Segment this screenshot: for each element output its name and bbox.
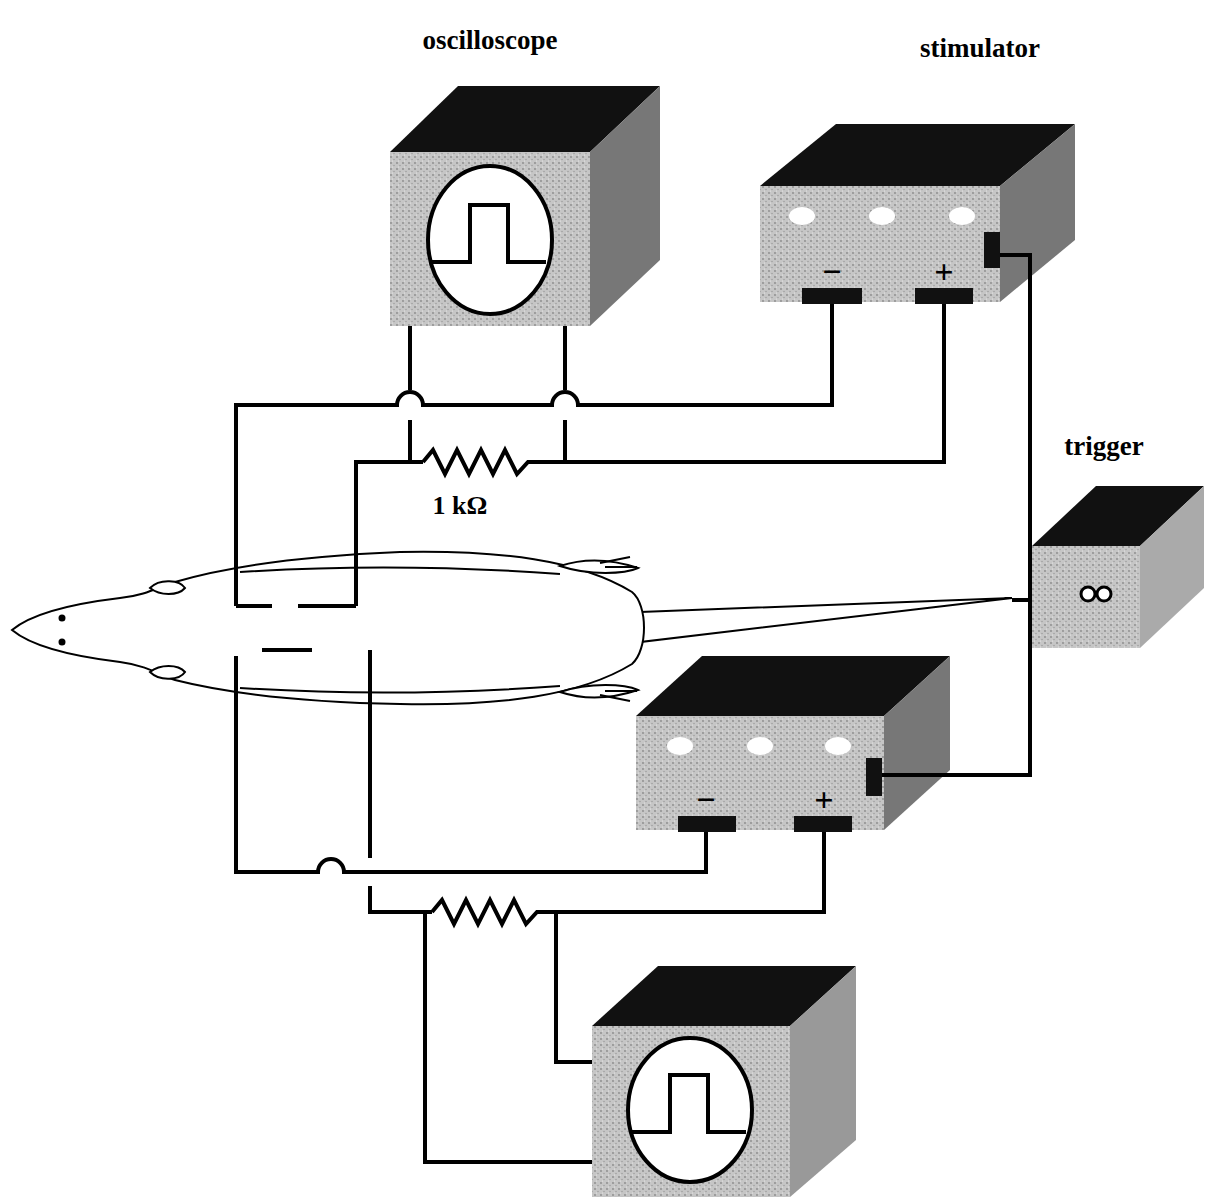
device-label: trigger (1064, 433, 1143, 460)
terminal-sign: − (822, 255, 841, 289)
resistor-value: 1 kΩ (433, 493, 488, 519)
terminal-sign: + (814, 783, 833, 817)
device-label: stimulator (920, 35, 1040, 62)
rat-illustration (12, 552, 1012, 704)
terminal-sign: − (696, 783, 715, 817)
terminal-sign: + (934, 255, 953, 289)
wire (236, 255, 1032, 1162)
oscilloscope-device (592, 966, 856, 1197)
device-label: oscilloscope (423, 27, 558, 54)
stimulator-device (760, 124, 1075, 304)
trigger-device (1032, 486, 1204, 648)
oscilloscope-device (390, 86, 660, 326)
stimulator-device (636, 656, 950, 832)
electrode (236, 606, 356, 650)
